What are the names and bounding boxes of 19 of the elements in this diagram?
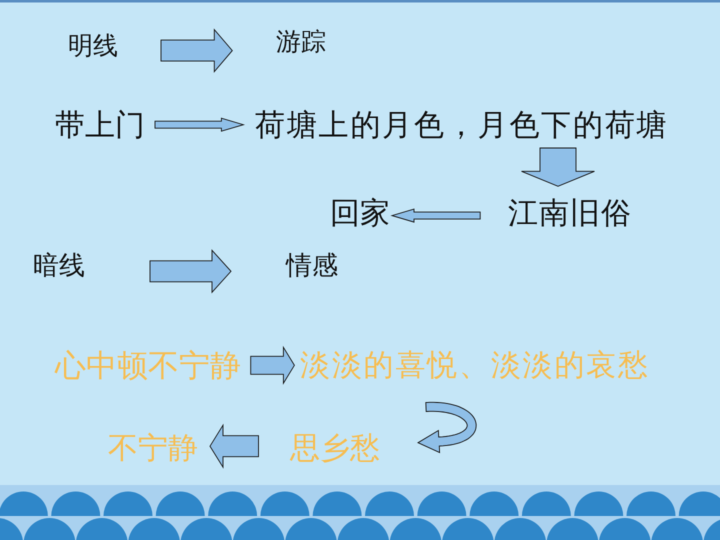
block-arrow <box>209 424 259 469</box>
concept-label: 情感 <box>286 252 338 281</box>
block-arrow <box>154 118 245 132</box>
concept-label: 明线 <box>68 32 118 60</box>
concept-label: 不宁静 <box>108 432 198 465</box>
concept-label: 游踪 <box>276 28 326 56</box>
concept-label: 带上门 <box>55 109 145 142</box>
block-arrow <box>250 346 295 385</box>
block-arrow <box>150 249 232 294</box>
concept-label: 荷塘上的月色，月色下的荷塘 <box>255 109 668 142</box>
concept-label: 江南旧俗 <box>508 197 632 230</box>
concept-label: 淡淡的喜悦、淡淡的哀愁 <box>300 349 650 382</box>
block-arrow <box>521 148 595 187</box>
concept-label: 心中顿不宁静 <box>55 349 241 384</box>
concept-label: 思乡愁 <box>290 432 380 465</box>
block-arrow <box>390 208 481 223</box>
concept-label: 回家 <box>330 197 390 230</box>
block-arrow <box>160 28 233 73</box>
concept-label: 暗线 <box>33 252 85 281</box>
